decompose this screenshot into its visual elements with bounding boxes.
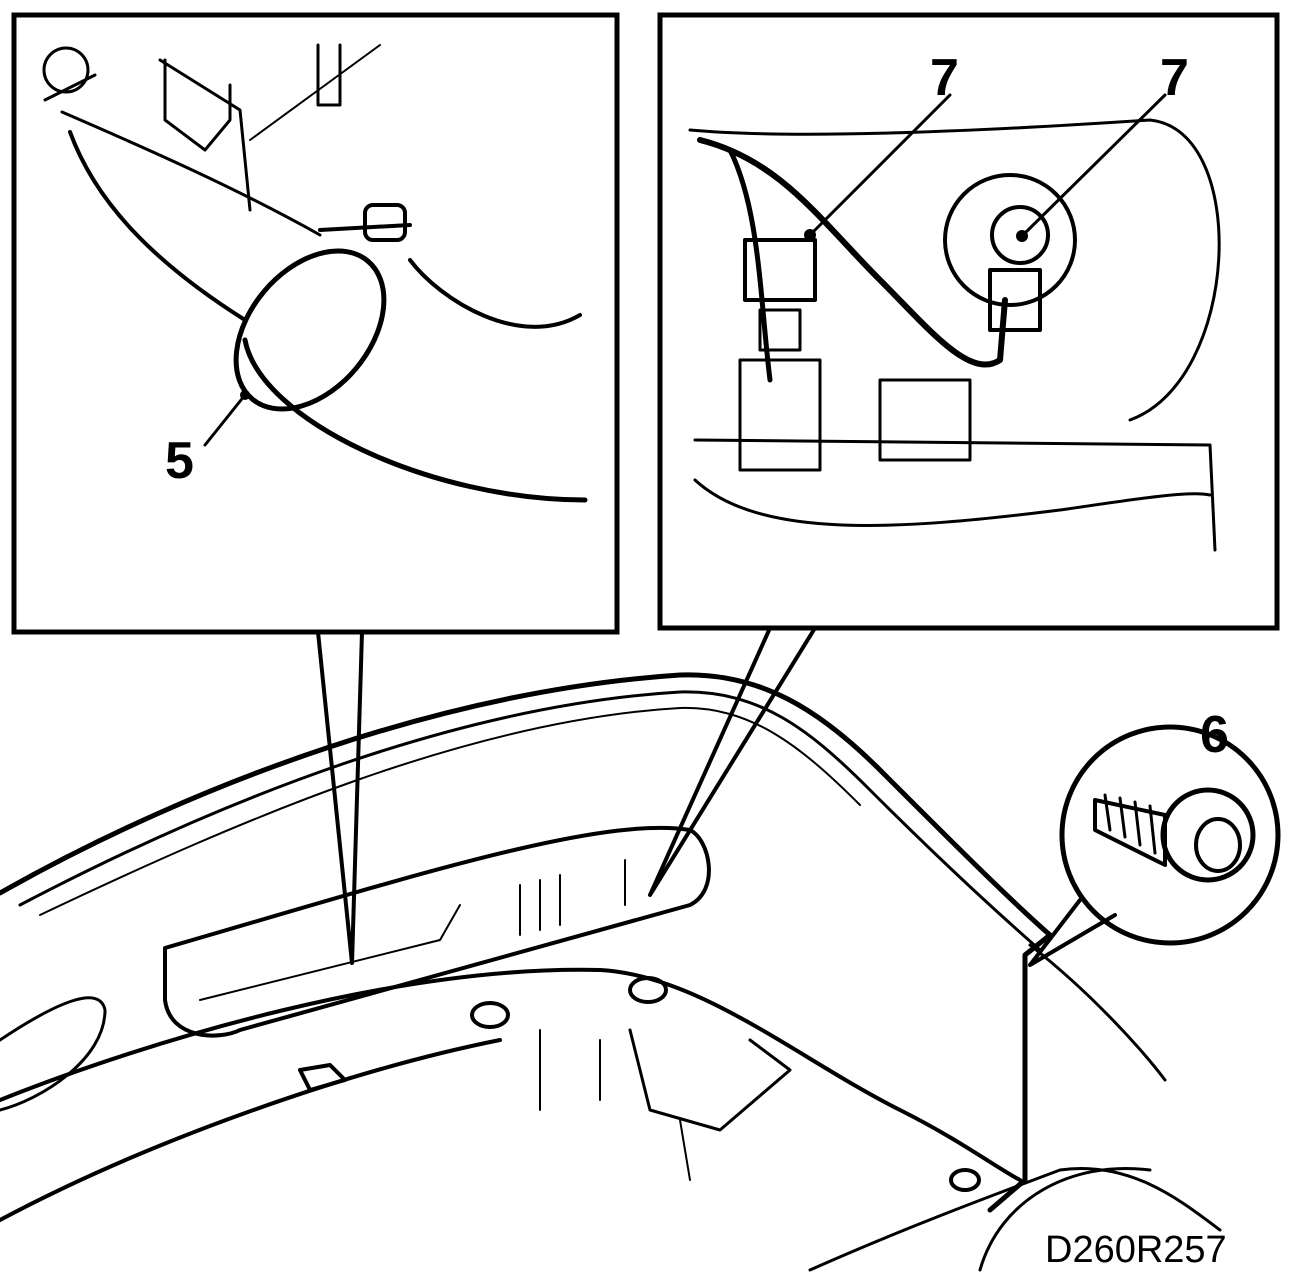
side-fender-curve bbox=[1028, 943, 1167, 1082]
hose-line bbox=[249, 44, 381, 141]
hose-outline-lower bbox=[68, 130, 247, 322]
screw-socket bbox=[1194, 817, 1242, 873]
callout-7a: 7 bbox=[930, 49, 959, 107]
fitting-ring bbox=[42, 46, 90, 94]
leader-line-7a bbox=[808, 93, 952, 237]
fitting-stem bbox=[43, 73, 97, 102]
spoiler-inner-edge bbox=[18, 690, 1042, 952]
detail-frame-left bbox=[11, 12, 620, 635]
hose-tail bbox=[408, 258, 582, 329]
leader-line-7b bbox=[1020, 93, 1167, 238]
spoiler-outer-edge bbox=[0, 672, 1053, 938]
hose-bracket bbox=[158, 58, 252, 212]
under-bracket bbox=[628, 1028, 792, 1132]
lower-panel-edge-2 bbox=[0, 1038, 502, 1222]
brake-lamp-reflector bbox=[199, 904, 461, 1001]
connector-left-lower bbox=[758, 308, 802, 352]
under-wires bbox=[539, 1029, 691, 1181]
callout-5: 5 bbox=[165, 432, 194, 490]
lamp-bracket-mid bbox=[878, 378, 972, 462]
hose-connector bbox=[163, 58, 232, 152]
side-trim bbox=[0, 996, 107, 1112]
brake-lamp-lens bbox=[163, 825, 711, 1038]
bulb-holder bbox=[990, 205, 1050, 265]
body-bottom-edge bbox=[808, 1167, 1222, 1272]
clamp-screw bbox=[363, 203, 407, 242]
pointer-wedge-left bbox=[316, 630, 364, 965]
callout-7b: 7 bbox=[1160, 49, 1189, 107]
mount-tab-1 bbox=[470, 1001, 510, 1029]
detail-panel-hose-clamp: 5 bbox=[11, 12, 620, 965]
leader-dot-5 bbox=[240, 390, 250, 400]
main-view-tailgate bbox=[0, 672, 1222, 1272]
screw-head bbox=[1160, 787, 1256, 883]
screw-threads bbox=[1103, 793, 1157, 855]
brake-lamp-ribs bbox=[519, 859, 626, 936]
housing-lower-edge bbox=[693, 478, 1212, 527]
hose-outline-upper bbox=[60, 110, 322, 237]
hose-end-ring bbox=[233, 248, 387, 412]
mount-tab-4 bbox=[949, 1168, 981, 1192]
screw-shank bbox=[1093, 798, 1167, 867]
detail-circle bbox=[1059, 724, 1281, 946]
body-bottom-curve bbox=[978, 1167, 1152, 1272]
pointer-wedge-right bbox=[648, 626, 817, 897]
lamp-bracket-left bbox=[738, 358, 822, 472]
detail-circle-screw: 6 bbox=[1028, 706, 1281, 967]
side-cable bbox=[987, 932, 1053, 1213]
mount-tab-3 bbox=[298, 1063, 347, 1092]
bulb-socket bbox=[943, 173, 1077, 307]
hose-sleeve bbox=[242, 337, 588, 503]
detail-panel-connectors: 7 7 bbox=[648, 12, 1280, 897]
leader-line-5 bbox=[203, 393, 247, 447]
spoiler-seam bbox=[39, 706, 861, 916]
wiring-harness bbox=[697, 137, 1008, 368]
connector-right bbox=[988, 268, 1042, 332]
mount-tab-2 bbox=[628, 976, 668, 1004]
callout-6: 6 bbox=[1200, 706, 1229, 764]
connector-left bbox=[743, 238, 817, 302]
figure-id: D260R257 bbox=[1045, 1229, 1227, 1271]
housing-base bbox=[693, 438, 1217, 552]
housing-outline bbox=[688, 118, 1221, 422]
wiring-branch bbox=[727, 147, 773, 383]
pointer-wedge-screw bbox=[1028, 898, 1117, 967]
